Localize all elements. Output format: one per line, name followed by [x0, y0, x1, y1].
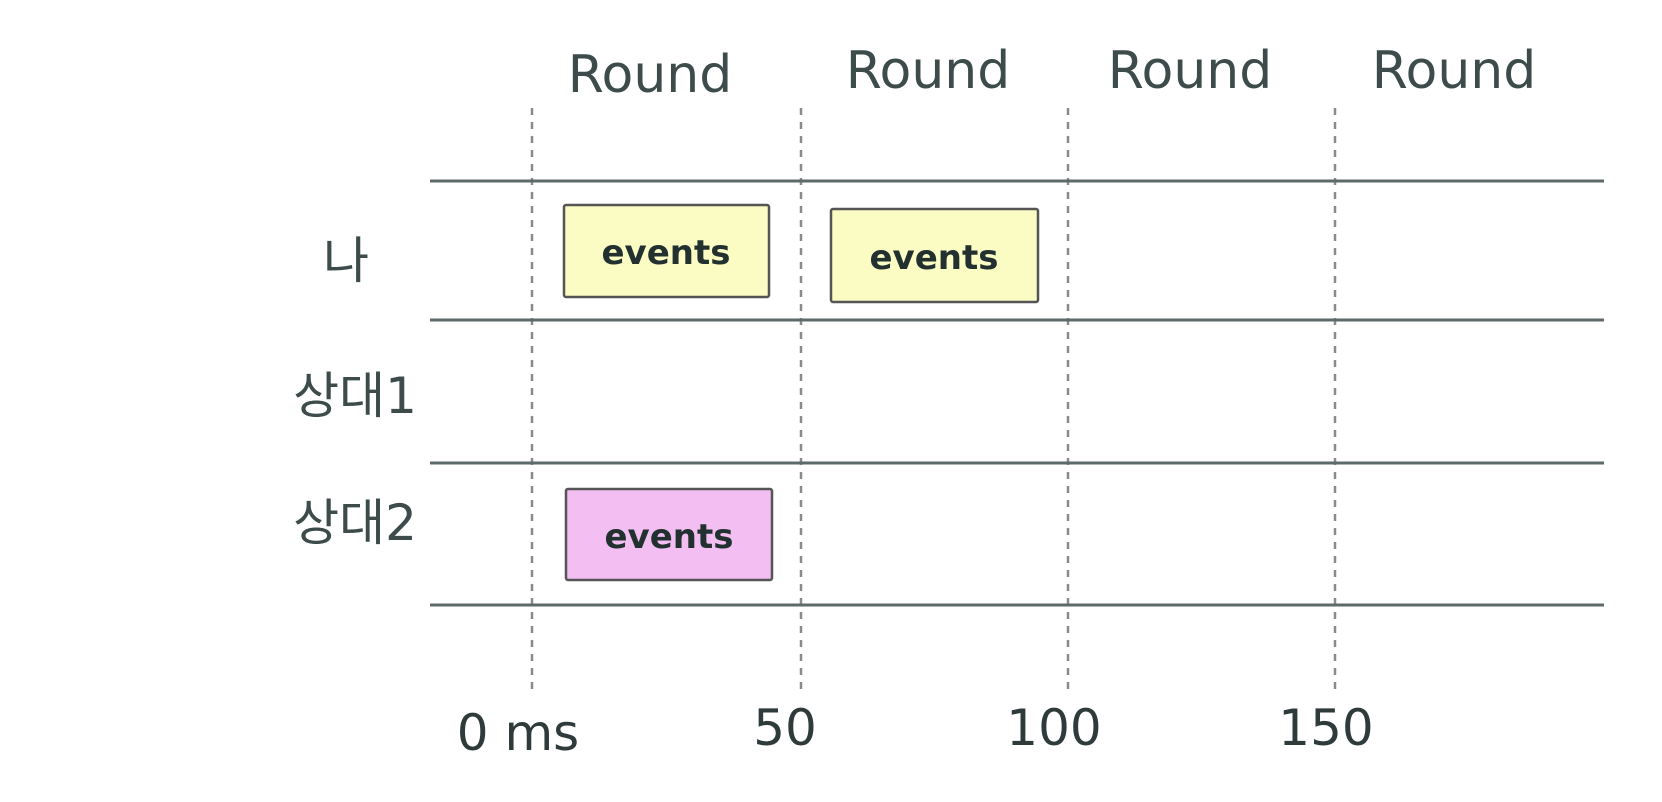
tick-label-150: 150 [1278, 699, 1373, 757]
lane-label-opponent1: 상대1 [293, 367, 417, 425]
event-box [829, 207, 1040, 304]
lane-label-me: 나 [323, 232, 369, 290]
event-label: events [602, 233, 731, 273]
tick-label-0: 0 ms [457, 704, 579, 762]
round-label-3: Round [1108, 41, 1273, 101]
round-label-1: Round [568, 45, 733, 105]
event-opponent2-round1: events [564, 487, 774, 582]
event-box [562, 203, 771, 299]
round-label-4: Round [1372, 41, 1537, 101]
event-label: events [605, 517, 734, 557]
event-me-round1: events [562, 203, 771, 299]
event-label: events [870, 238, 999, 278]
event-box [564, 487, 774, 582]
tick-label-100: 100 [1006, 699, 1101, 757]
round-label-2: Round [846, 41, 1011, 101]
lane-label-opponent2: 상대2 [293, 494, 417, 552]
tick-label-50: 50 [753, 699, 817, 757]
event-me-round2: events [829, 207, 1040, 304]
